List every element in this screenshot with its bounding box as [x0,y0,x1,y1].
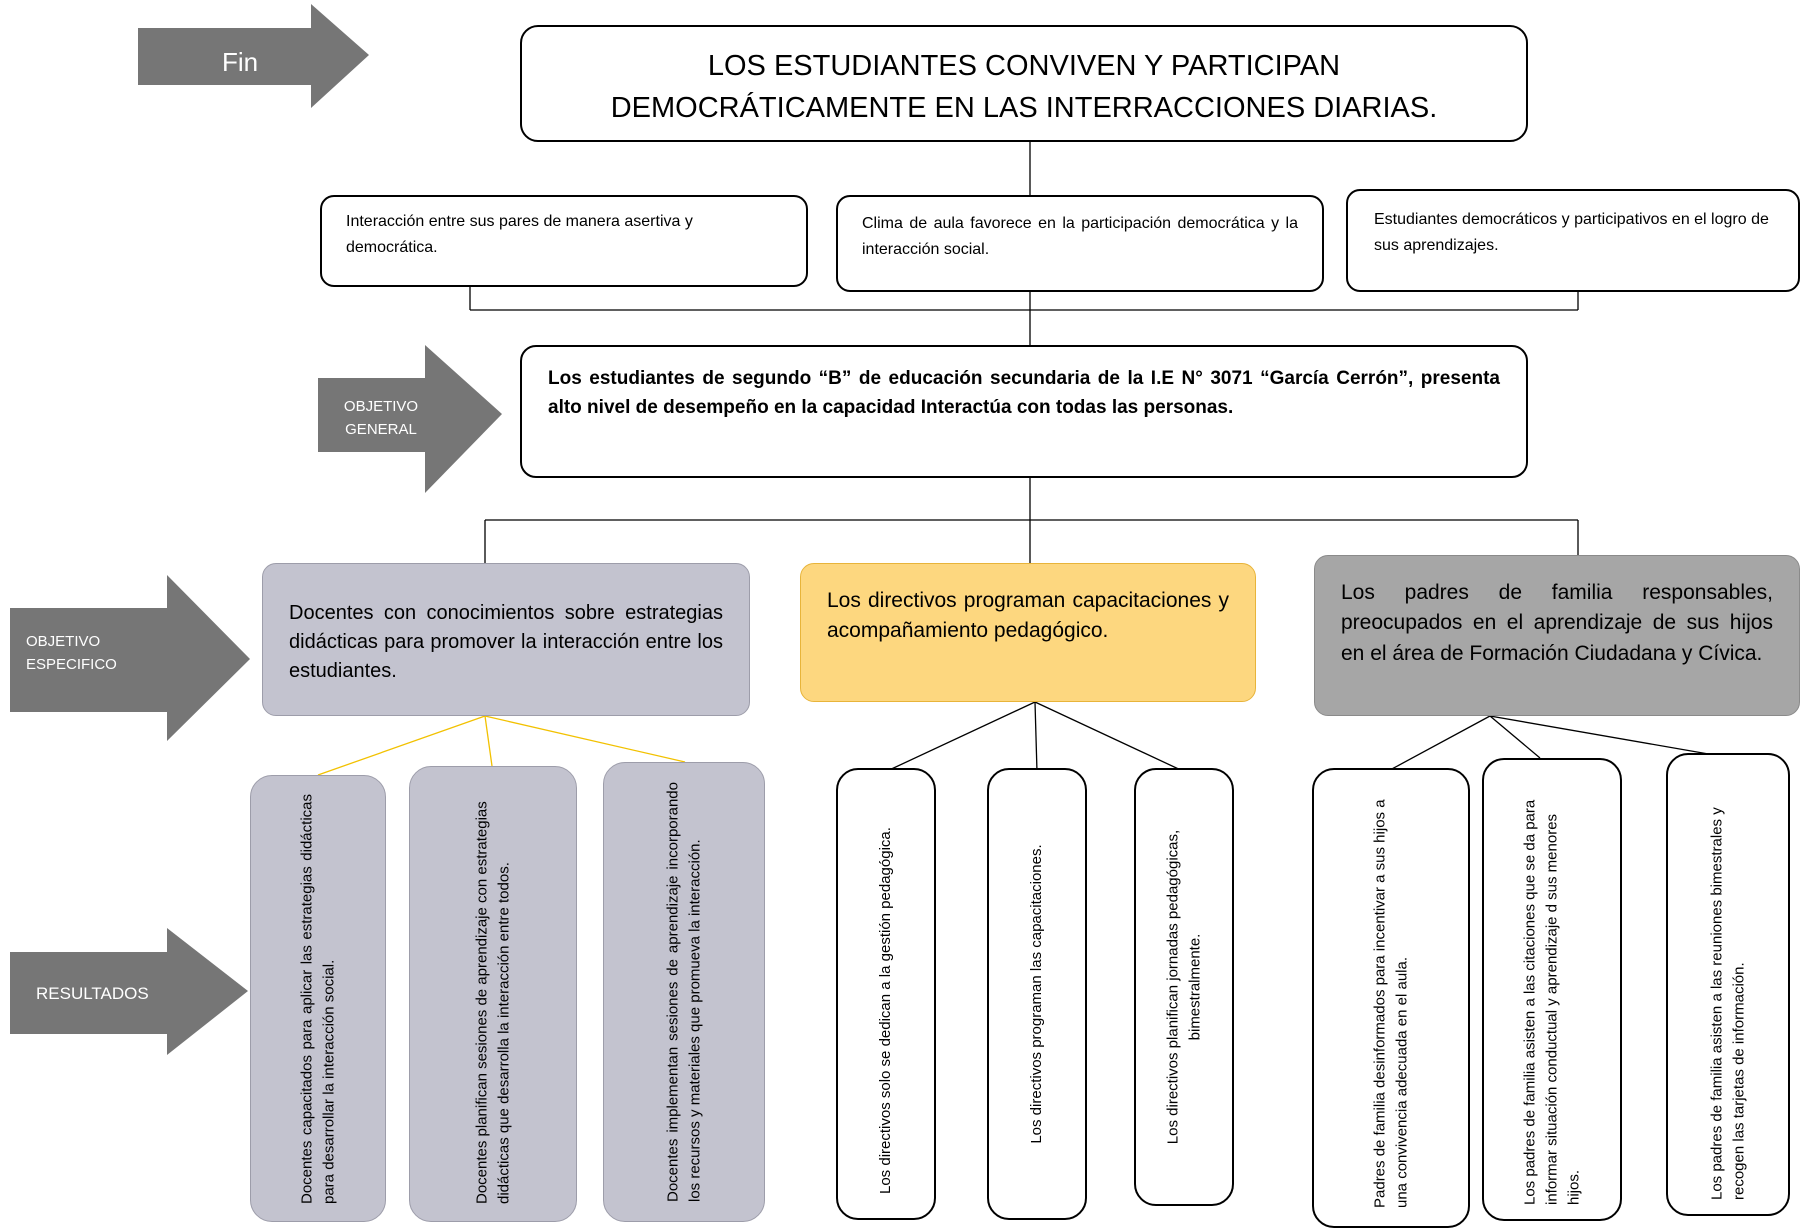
result-text-1: Docentes capacitados para aplicar las es… [298,793,337,1204]
result-text-6: Los directivos planifican jornadas pedag… [1164,829,1203,1145]
result-box-7: Padres de familia desinformados para inc… [1312,768,1470,1228]
specific-objective-parents: Los padres de familia responsables, preo… [1314,555,1800,716]
result-text-3: Docentes implementan sesiones de aprendi… [664,782,703,1202]
result-text-2: Docentes planifican sesiones de aprendiz… [473,801,512,1204]
purpose-text-1: Interacción entre sus pares de manera as… [346,213,693,256]
result-box-4: Los directivos solo se dedican a la gest… [836,768,936,1220]
purpose-text-3: Estudiantes democráticos y participativo… [1374,211,1769,254]
purpose-box-3: Estudiantes democráticos y participativo… [1346,189,1800,292]
result-text-4: Los directivos solo se dedican a la gest… [877,827,895,1194]
objetivo-general-label: OBJETIVO GENERAL [343,398,419,439]
resultados-arrow [10,928,248,1055]
result-box-6: Los directivos planifican jornadas pedag… [1134,768,1234,1206]
result-box-9: Los padres de familia asisten a las reun… [1666,753,1790,1216]
purpose-box-2: Clima de aula favorece en la participaci… [836,195,1324,292]
fin-arrow [138,4,369,108]
objetivo-general-arrow [318,345,502,493]
result-text-7: Padres de familia desinformados para inc… [1371,799,1410,1208]
result-box-8: Los padres de familia asisten a las cita… [1482,758,1622,1221]
fin-title-box: LOS ESTUDIANTES CONVIVEN Y PARTICIPAN DE… [520,25,1528,142]
specific-objective-teachers: Docentes con conocimientos sobre estrate… [262,563,750,716]
result-box-5: Los directivos programan las capacitacio… [987,768,1087,1220]
result-box-1: Docentes capacitados para aplicar las es… [250,775,386,1222]
result-text-5: Los directivos programan las capacitacio… [1028,844,1046,1144]
objetivo-especifico-arrow [10,575,250,741]
general-objective-text: Los estudiantes de segundo “B” de educac… [548,368,1500,419]
specific-objective-directors-text: Los directivos programan capacitaciones … [827,589,1229,643]
purpose-text-2: Clima de aula favorece en la participaci… [862,215,1298,258]
result-text-9: Los padres de familia asisten a las reun… [1708,806,1747,1200]
fin-label: Fin [221,47,259,77]
general-objective-box: Los estudiantes de segundo “B” de educac… [520,345,1528,478]
specific-objective-directors: Los directivos programan capacitaciones … [800,563,1256,702]
result-box-2: Docentes planifican sesiones de aprendiz… [409,766,577,1222]
result-box-3: Docentes implementan sesiones de aprendi… [603,762,765,1222]
purpose-box-1: Interacción entre sus pares de manera as… [320,195,808,287]
objetivo-especifico-label: OBJETIVO ESPECIFICO [26,633,117,674]
specific-objective-parents-text: Los padres de familia responsables, preo… [1341,581,1773,665]
specific-objective-teachers-text: Docentes con conocimientos sobre estrate… [289,602,723,682]
result-text-8: Los padres de familia asisten a las cita… [1521,799,1582,1205]
fin-title: LOS ESTUDIANTES CONVIVEN Y PARTICIPAN DE… [610,50,1438,125]
resultados-label: RESULTADOS [36,984,149,1003]
